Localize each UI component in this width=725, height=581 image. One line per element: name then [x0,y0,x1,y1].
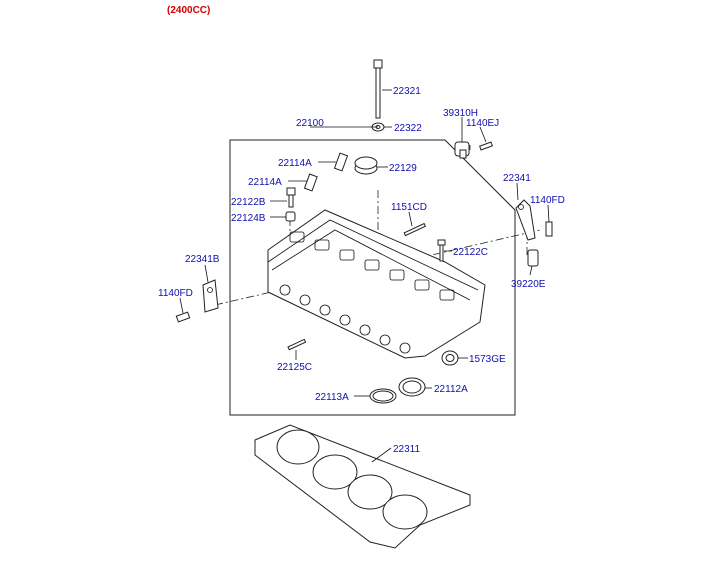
label-22341[interactable]: 22341 [503,173,531,184]
label-22114A-upper[interactable]: 22114A [278,158,312,169]
bracket-22341B[interactable] [202,279,219,313]
label-1151CD[interactable]: 1151CD [391,202,427,213]
cam-sensor-39310H[interactable] [454,141,470,159]
label-22124B[interactable]: 22124B [231,213,266,224]
leader-lines [179,89,550,463]
bracket-22341[interactable] [515,199,536,241]
seal-22112A[interactable] [398,377,426,397]
assembly-frame [229,139,516,416]
engine-variant-label: (2400CC) [167,5,211,16]
pin-22125C[interactable] [287,338,307,351]
label-1140EJ[interactable]: 1140EJ [466,118,499,129]
label-22114A-lower[interactable]: 22114A [248,177,282,188]
label-39310H[interactable]: 39310H [443,108,478,119]
seal-1573GE[interactable] [441,350,459,366]
dowel-22114A-upper[interactable] [333,152,349,172]
label-22129[interactable]: 22129 [389,163,417,174]
pin-1151CD[interactable] [403,222,427,237]
bolt-1140FD-right[interactable] [545,221,553,237]
label-1573GE[interactable]: 1573GE [469,354,506,365]
plug-22129[interactable] [354,156,378,175]
bolt-22122B[interactable] [286,187,296,208]
label-22311[interactable]: 22311 [393,444,421,455]
dowel-22114A-lower[interactable] [303,173,318,192]
label-22122B[interactable]: 22122B [231,197,266,208]
bolt-1140EJ[interactable] [479,141,493,151]
sensor-39220E[interactable] [527,249,539,267]
head-gasket-22311[interactable] [254,424,471,549]
label-39220E[interactable]: 39220E [511,279,546,290]
head-bolt-22321[interactable] [373,59,383,119]
label-22125C[interactable]: 22125C [277,362,312,373]
sleeve-22124B[interactable] [285,211,296,222]
label-22122C[interactable]: 22122C [453,247,488,258]
label-22100[interactable]: 22100 [296,118,324,129]
label-22322[interactable]: 22322 [394,123,422,134]
label-22321[interactable]: 22321 [393,86,421,97]
bolt-1140FD-left[interactable] [175,311,191,323]
label-1140FD-left[interactable]: 1140FD [158,288,193,299]
label-22341B[interactable]: 22341B [185,254,220,265]
label-1140FD-right[interactable]: 1140FD [530,195,565,206]
oring-22113A[interactable] [369,388,397,404]
label-22113A[interactable]: 22113A [315,392,349,403]
cylinder-head[interactable] [267,209,486,359]
label-22112A[interactable]: 22112A [434,384,468,395]
bolt-22122C[interactable] [437,239,446,262]
